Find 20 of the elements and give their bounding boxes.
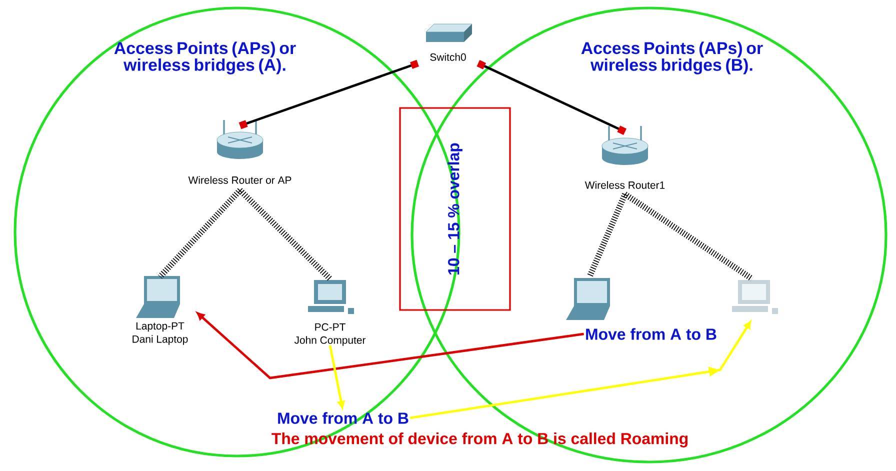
zone-heading: Access Points (APs) or wireless bridges (B). <box>581 42 763 74</box>
arrow <box>410 321 752 420</box>
arrow <box>196 312 584 380</box>
zone-heading: Access Points (APs) or wireless bridges (A). <box>114 42 296 74</box>
device-label: Wireless Router1 <box>584 181 665 189</box>
wireless-link <box>238 188 332 281</box>
wireless-link <box>623 192 754 282</box>
laptop-icon <box>566 278 610 320</box>
device-label: John Computer <box>294 336 366 346</box>
wireless-link <box>158 188 242 279</box>
move-note: Move from A to B <box>586 328 716 340</box>
device-label: PC-PT <box>315 323 346 331</box>
computer-icon <box>732 280 778 314</box>
device-label: Wireless Router or AP <box>188 176 292 184</box>
device-label: Switch0 <box>430 53 466 61</box>
overlap-box: 10 – 15 % overlap <box>399 107 511 311</box>
device-label: Laptop-PT <box>136 322 184 332</box>
device-label: Dani Laptop <box>132 335 188 345</box>
arrow <box>328 344 345 409</box>
wireless-link <box>587 193 628 277</box>
